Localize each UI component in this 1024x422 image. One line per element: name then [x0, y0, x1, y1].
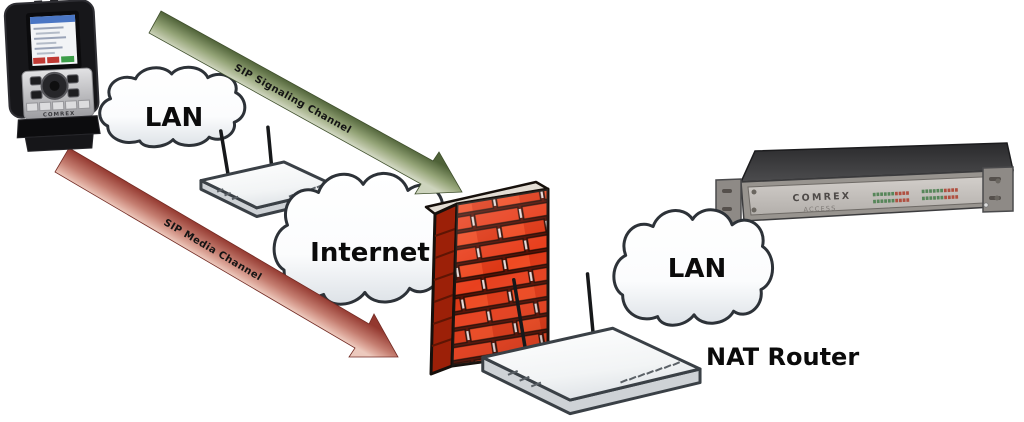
rack-brand-text: COMREX	[792, 191, 851, 204]
internet-label: Internet	[310, 238, 430, 268]
sip-media-arrow	[54, 147, 399, 358]
lan-cloud-left: LAN	[98, 66, 246, 148]
portable-screen	[29, 14, 78, 67]
portable-brand-text: COMREX	[43, 111, 76, 119]
lan-left-label: LAN	[145, 103, 203, 133]
sip-media-arrow-label: SIP Media Channel	[162, 217, 264, 283]
sip-signaling-arrow	[148, 10, 463, 195]
lan-right-label: LAN	[668, 254, 726, 284]
rack-headphone-jack	[983, 202, 989, 208]
rack-led-meters	[872, 188, 959, 204]
portable-codec-device: COMREX	[3, 0, 101, 152]
portable-function-keys	[25, 99, 91, 112]
nat-router-label: NAT Router	[706, 343, 859, 371]
sip-signaling-arrow-label: SIP Signaling Channel	[232, 63, 353, 137]
portable-base	[16, 115, 101, 139]
internet-cloud: Internet	[272, 171, 456, 306]
rack-model-text: ACCESS	[803, 204, 836, 213]
lan-cloud-right: LAN	[612, 208, 774, 327]
rack-codec-device: COMREX ACCESS	[715, 142, 1014, 226]
firewall-brick-wall	[424, 180, 550, 376]
